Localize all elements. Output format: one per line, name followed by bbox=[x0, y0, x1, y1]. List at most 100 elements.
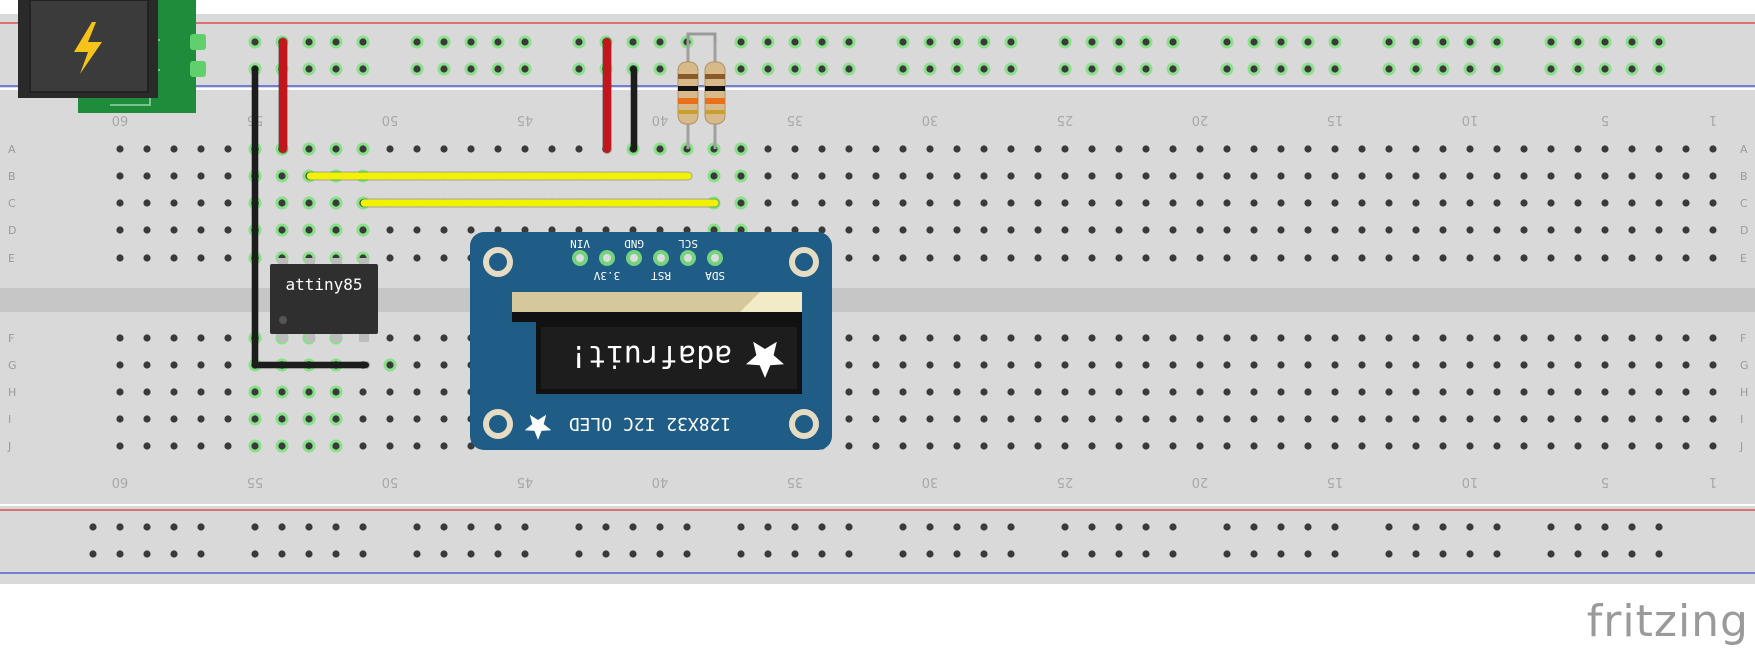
oled-pin-label: VIN bbox=[570, 237, 590, 250]
column-label: 15 bbox=[1327, 112, 1344, 127]
resistor-band bbox=[705, 110, 725, 114]
resistor-band bbox=[705, 86, 725, 91]
row-label-left-bottom: G bbox=[8, 359, 17, 372]
chip-pin bbox=[359, 328, 369, 342]
column-labels: 6060555550504545404035353030252520201515… bbox=[112, 112, 1717, 489]
oled-pin-label: SCL bbox=[678, 237, 698, 250]
oled-brand-text: adafruit! bbox=[570, 338, 733, 373]
power-jack-pin bbox=[190, 34, 206, 50]
column-label: 45 bbox=[517, 474, 534, 489]
oled-model-text: 128X32 I2C OLED bbox=[569, 413, 732, 434]
row-labels: A A B B C C D D E E F F G G H H I I J J bbox=[7, 143, 1749, 453]
column-label: 10 bbox=[1462, 112, 1479, 127]
row-label-left-top: A bbox=[8, 143, 16, 156]
oled-glass-edge bbox=[512, 312, 802, 322]
column-label: 20 bbox=[1192, 112, 1209, 127]
column-label: 15 bbox=[1327, 474, 1344, 489]
chip-pin bbox=[332, 328, 342, 342]
resistor-body bbox=[677, 61, 699, 125]
row-label-left-top: D bbox=[8, 224, 16, 237]
chip-pin bbox=[305, 328, 315, 342]
row-label-right-top: E bbox=[1740, 252, 1747, 265]
column-label: 50 bbox=[382, 112, 399, 127]
top-power-rail bbox=[0, 14, 1755, 88]
oled-pin-label: 3.3V bbox=[593, 269, 620, 282]
wires bbox=[251, 37, 720, 369]
column-label: 35 bbox=[787, 474, 804, 489]
resistor-band bbox=[678, 110, 698, 114]
oled-pin-center bbox=[711, 254, 719, 262]
column-label: 60 bbox=[112, 112, 129, 127]
oled-pin-center bbox=[657, 254, 665, 262]
oled-pin-label: GND bbox=[624, 237, 644, 250]
column-label: 25 bbox=[1057, 112, 1074, 127]
lightning-icon bbox=[74, 22, 102, 74]
chip-pin1-marker bbox=[279, 316, 287, 324]
column-label: 5 bbox=[1601, 112, 1609, 127]
oled-pin-center bbox=[684, 254, 692, 262]
power-jack-pin bbox=[190, 61, 206, 77]
row-label-right-top: A bbox=[1740, 143, 1748, 156]
resistor-body bbox=[704, 61, 726, 125]
chip-body bbox=[270, 264, 378, 334]
mount-hole-inner bbox=[795, 253, 813, 271]
row-label-right-bottom: J bbox=[1739, 440, 1743, 453]
resistor-band bbox=[678, 74, 698, 79]
resistor-band bbox=[678, 98, 698, 104]
column-label: 40 bbox=[652, 112, 669, 127]
row-label-right-top: D bbox=[1740, 224, 1748, 237]
column-label: 45 bbox=[517, 112, 534, 127]
resistor-top-lead bbox=[686, 32, 717, 42]
row-label-right-bottom: F bbox=[1740, 332, 1746, 345]
column-label: 60 bbox=[112, 474, 129, 489]
resistors bbox=[677, 32, 726, 149]
wire-black-gnd bbox=[252, 66, 369, 368]
column-label: 20 bbox=[1192, 474, 1209, 489]
column-label: 50 bbox=[382, 474, 399, 489]
hole-grid bbox=[116, 142, 1717, 453]
mount-hole-inner bbox=[489, 415, 507, 433]
column-label: 5 bbox=[1601, 474, 1609, 489]
mount-hole-inner bbox=[489, 253, 507, 271]
resistor-band bbox=[705, 98, 725, 104]
oled-pin-labels: VIN GND SCL 3.3V RST SDA bbox=[570, 237, 725, 282]
row-label-right-bottom: I bbox=[1740, 413, 1743, 426]
row-label-left-bottom: H bbox=[8, 386, 16, 399]
column-label: 40 bbox=[652, 474, 669, 489]
oled-pin-label: RST bbox=[651, 269, 671, 282]
chip-pin bbox=[278, 328, 288, 342]
row-label-right-top: B bbox=[1740, 170, 1748, 183]
row-label-right-bottom: H bbox=[1740, 386, 1748, 399]
rail-holes bbox=[89, 35, 1666, 558]
row-label-left-top: C bbox=[8, 197, 16, 210]
mount-hole-inner bbox=[795, 415, 813, 433]
attiny85-chip: attiny85 bbox=[270, 258, 378, 342]
oled-pin-center bbox=[630, 254, 638, 262]
bottom-power-rail bbox=[0, 506, 1755, 584]
adafruit-star-icon bbox=[746, 341, 784, 378]
resistor-band bbox=[705, 74, 725, 79]
row-label-right-top: C bbox=[1740, 197, 1748, 210]
row-label-right-bottom: G bbox=[1740, 359, 1749, 372]
chip-label: attiny85 bbox=[285, 275, 362, 294]
row-label-left-bottom: J bbox=[7, 440, 11, 453]
column-label: 55 bbox=[247, 474, 264, 489]
column-label: 1 bbox=[1709, 474, 1717, 489]
column-label: 25 bbox=[1057, 474, 1074, 489]
resistor-band bbox=[678, 86, 698, 91]
column-label: 30 bbox=[922, 474, 939, 489]
row-label-left-bottom: F bbox=[8, 332, 14, 345]
column-label: 10 bbox=[1462, 474, 1479, 489]
row-label-left-bottom: I bbox=[8, 413, 11, 426]
oled-pin-center bbox=[603, 254, 611, 262]
oled-module: VIN GND SCL 3.3V RST SDA adafruit! 128X32 I2C O… bbox=[470, 232, 832, 450]
row-label-left-top: E bbox=[8, 252, 15, 265]
row-label-left-top: B bbox=[8, 170, 16, 183]
column-label: 30 bbox=[922, 112, 939, 127]
oled-pin-center bbox=[576, 254, 584, 262]
center-channel bbox=[0, 288, 1755, 312]
oled-pin-label: SDA bbox=[705, 269, 725, 282]
column-label: 1 bbox=[1709, 112, 1717, 127]
